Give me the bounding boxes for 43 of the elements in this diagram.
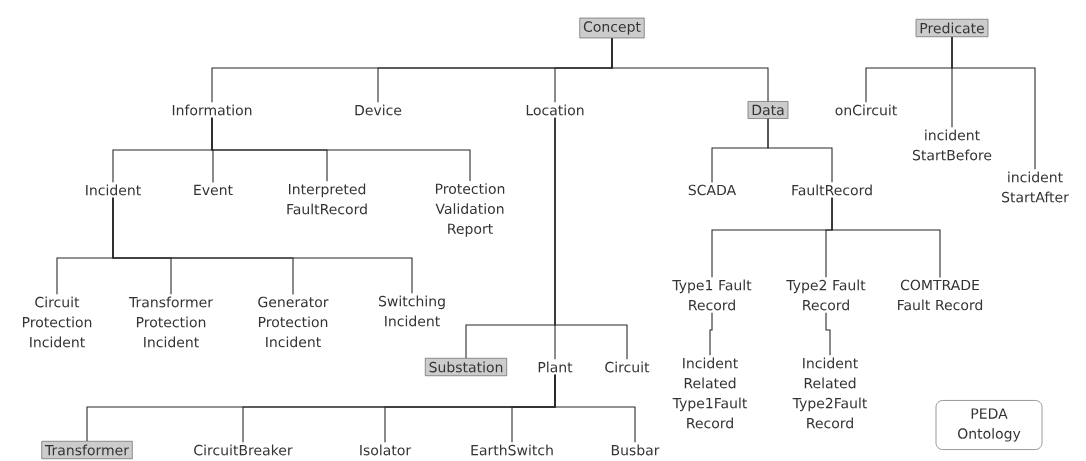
- class-box: Transformer: [41, 441, 133, 460]
- ontology-box: PEDA Ontology: [935, 400, 1043, 450]
- class-label: Protection Validation Report: [435, 183, 505, 237]
- class-label: Location: [526, 104, 584, 116]
- tree-connector: [767, 118, 833, 183]
- tree-connector: [554, 374, 636, 443]
- class-label: COMTRADE Fault Record: [898, 279, 983, 311]
- class-label: Incident Related Type2Fault Record: [792, 357, 867, 429]
- tree-connector: [112, 197, 413, 294]
- class-label: Incident: [86, 184, 141, 196]
- class-label: incident StartBefore: [912, 129, 992, 161]
- class-label: Type2 Fault Record: [786, 279, 866, 311]
- class-label: Type1 Fault Record: [672, 279, 752, 311]
- tree-connector: [611, 37, 769, 102]
- class-label: Busbar: [611, 444, 660, 456]
- class-box: Concept: [579, 17, 645, 39]
- class-label: Incident Related Type1Fault Record: [672, 357, 747, 429]
- tree-connector: [825, 312, 831, 356]
- class-label: Switching Incident: [378, 295, 445, 327]
- class-label: Generator Protection Incident: [258, 296, 329, 348]
- tree-connector: [709, 312, 713, 356]
- class-label: Event: [194, 184, 233, 196]
- class-label: Interpreted FaultRecord: [287, 183, 367, 215]
- class-label: Circuit Protection Incident: [22, 296, 92, 348]
- class-label: Plant: [538, 361, 573, 373]
- class-label: SCADA: [688, 184, 737, 196]
- tree-connector: [211, 117, 471, 182]
- tree-connector: [554, 117, 628, 360]
- tree-connector: [951, 36, 1036, 170]
- class-box: Substation: [425, 358, 507, 377]
- class-box: Data: [747, 101, 789, 119]
- class-label: CircuitBreaker: [194, 444, 293, 456]
- class-label: Transformer Protection Incident: [128, 296, 213, 348]
- class-label: FaultRecord: [792, 184, 872, 196]
- class-box: Predicate: [915, 19, 989, 37]
- class-label: Device: [355, 104, 402, 116]
- tree-connector: [831, 197, 941, 278]
- class-label: Circuit: [605, 361, 650, 373]
- class-label: incident StartAfter: [1002, 171, 1069, 203]
- class-label: onCircuit: [835, 104, 897, 116]
- class-label: Information: [172, 104, 252, 116]
- class-label: EarthSwitch: [471, 444, 553, 456]
- class-label: Isolator: [360, 444, 412, 456]
